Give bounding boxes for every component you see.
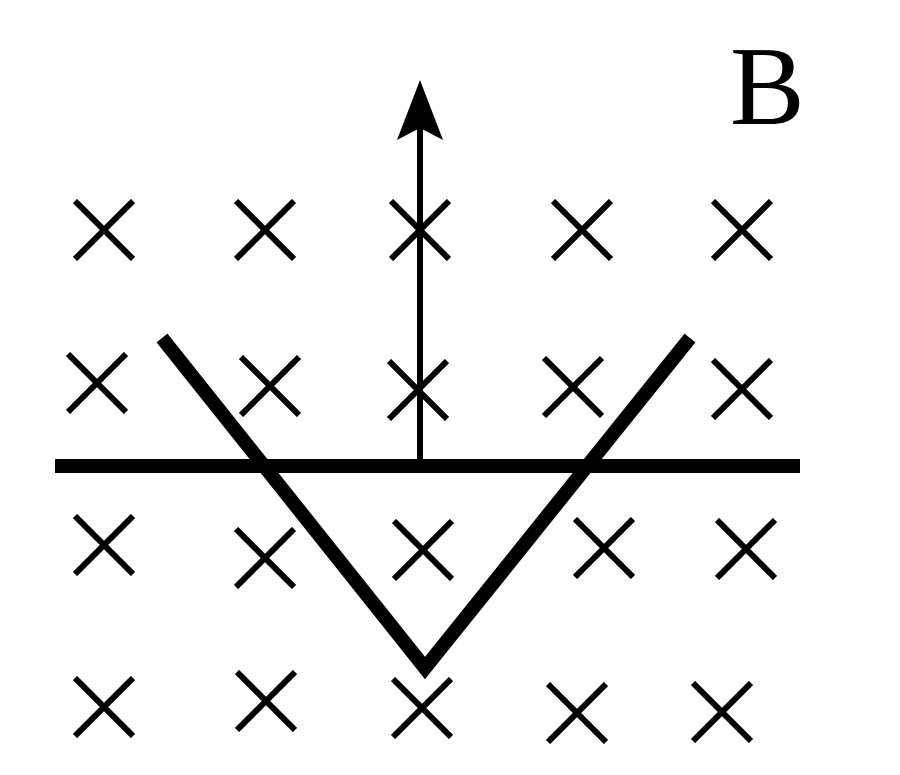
field-cross-icon bbox=[541, 355, 605, 419]
field-cross-icon bbox=[72, 675, 136, 739]
field-cross-icon bbox=[391, 518, 455, 582]
field-label-b: B bbox=[730, 25, 805, 149]
field-cross-icon bbox=[714, 517, 778, 581]
field-cross-icon bbox=[545, 681, 609, 745]
field-cross-icon bbox=[238, 354, 302, 418]
field-cross-icon bbox=[72, 513, 136, 577]
field-cross-icon bbox=[710, 198, 774, 262]
field-cross-icon bbox=[572, 516, 636, 580]
field-cross-icon bbox=[233, 198, 297, 262]
field-cross-icon bbox=[390, 676, 454, 740]
v-shaped-rails bbox=[156, 333, 696, 680]
field-cross-icon bbox=[234, 669, 298, 733]
velocity-arrow-head bbox=[397, 80, 443, 140]
field-cross-icon bbox=[233, 526, 297, 590]
field-cross-icon bbox=[690, 680, 754, 744]
field-cross-icon bbox=[65, 351, 129, 415]
field-cross-icon bbox=[550, 198, 614, 262]
field-cross-icon bbox=[72, 198, 136, 262]
field-markers bbox=[65, 198, 778, 745]
field-cross-icon bbox=[710, 357, 774, 421]
